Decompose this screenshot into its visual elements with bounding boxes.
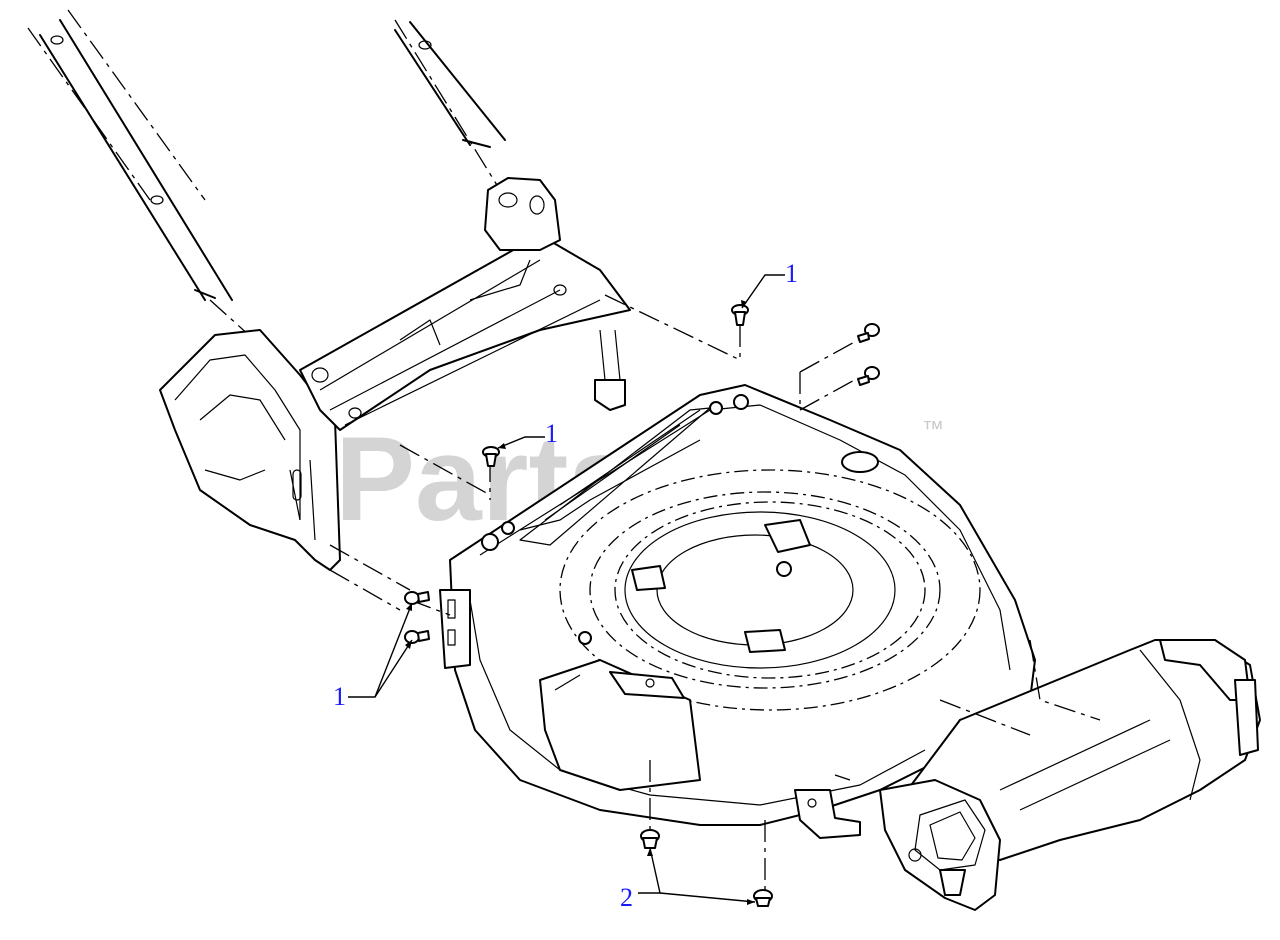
hardware (404, 304, 880, 907)
callout-1-top-right: 1 (741, 259, 798, 309)
bolt-center (482, 446, 500, 467)
height-adjuster (879, 779, 1001, 911)
callout-label: 1 (785, 259, 798, 288)
callout-2-bottom: 2 (620, 847, 756, 912)
bolt-right-lower (857, 366, 880, 386)
callout-label: 1 (545, 419, 558, 448)
callout-1-center: 1 (497, 419, 558, 449)
handle-tubes (27, 9, 506, 346)
handle-bracket-assembly (159, 177, 631, 571)
mower-deck (439, 384, 1036, 826)
callout-label: 2 (620, 883, 633, 912)
nut-bottom-right (753, 889, 773, 907)
bolt-top-right (731, 304, 749, 326)
callout-1-left: 1 (333, 602, 413, 711)
watermark-trademark: ™ (922, 416, 944, 441)
bolt-right-upper (857, 323, 880, 343)
bolt-left-lower (404, 630, 430, 644)
bolt-left-upper (404, 591, 430, 605)
side-bracket (794, 789, 861, 839)
callout-label: 1 (333, 682, 346, 711)
nut-bottom-left (640, 829, 660, 849)
discharge-chute (899, 639, 1261, 861)
